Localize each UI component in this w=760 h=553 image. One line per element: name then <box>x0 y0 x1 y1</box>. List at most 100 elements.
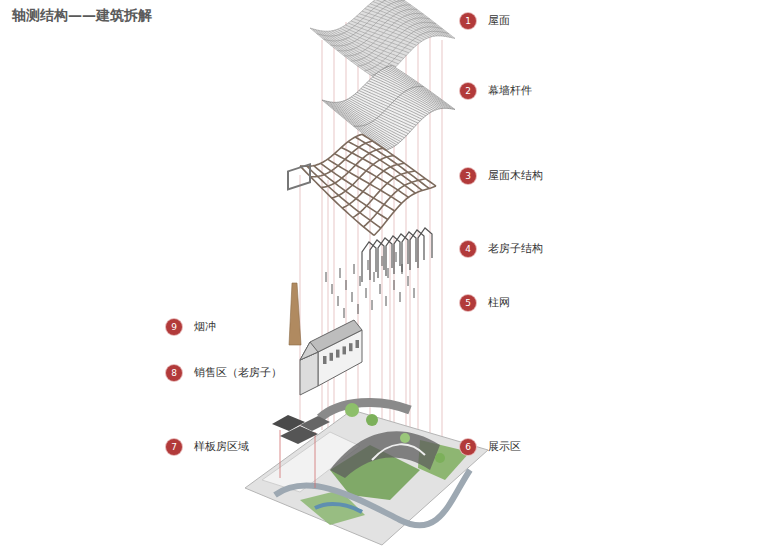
column <box>394 280 395 290</box>
roof-surface <box>310 0 455 80</box>
old-house-windows <box>323 340 359 364</box>
timber-roof-structure <box>321 148 383 187</box>
callout-number: 3 <box>460 168 476 184</box>
curtain-wall-members <box>390 66 453 109</box>
column <box>400 292 401 302</box>
column <box>372 300 373 310</box>
callout-number: 2 <box>460 83 476 99</box>
outline-line <box>280 430 281 478</box>
part-label: 烟冲 <box>194 320 216 334</box>
outline-line <box>315 432 316 488</box>
column <box>332 284 333 294</box>
curtain-wall-members <box>354 86 424 126</box>
curtain-wall-members <box>341 102 404 138</box>
roof-surface <box>332 31 399 64</box>
column <box>344 308 345 318</box>
callout: 6展示区 <box>460 439 521 455</box>
callout: 3屋面木结构 <box>460 168 543 184</box>
column <box>386 296 387 306</box>
column <box>402 264 403 274</box>
callout: 5 柱网 <box>460 295 510 311</box>
window <box>336 350 340 358</box>
column <box>326 272 327 282</box>
column <box>352 292 353 302</box>
old-house-frame <box>418 228 432 268</box>
display-canopy <box>372 444 425 460</box>
window <box>349 343 353 351</box>
timber-roof-structure <box>342 163 404 208</box>
column <box>354 264 355 274</box>
roof-surface <box>340 28 406 55</box>
curtain-wall-members <box>382 69 445 108</box>
roof-surface <box>354 19 419 44</box>
window <box>323 356 327 364</box>
column <box>414 288 415 298</box>
old-house-gable <box>300 342 318 360</box>
part-label: 柱网 <box>488 296 510 310</box>
timber-roof-structure <box>374 186 436 235</box>
column <box>388 268 389 278</box>
tree <box>366 414 378 426</box>
window <box>330 353 334 361</box>
water <box>315 504 362 512</box>
part-label: 样板房区域 <box>194 440 249 454</box>
callout: 2 幕墙杆件 <box>460 83 532 99</box>
old-house-frame <box>370 240 384 280</box>
walkway <box>320 402 410 418</box>
roof-surface <box>346 25 412 50</box>
callout-number: 7 <box>166 439 182 455</box>
part-label: 销售区（老房子） <box>194 366 282 380</box>
part-label: 幕墙杆件 <box>488 84 532 98</box>
curtain-wall-members <box>367 83 430 113</box>
column <box>366 288 367 298</box>
roof-layers <box>288 0 455 318</box>
column <box>374 272 375 282</box>
callout-number: 9 <box>166 319 182 335</box>
timber-roof-structure <box>300 134 436 235</box>
timber-roof-structure <box>353 171 415 218</box>
callout: 7 样板房区域 <box>166 439 249 455</box>
window <box>343 346 347 354</box>
sample-house-slab <box>300 416 330 431</box>
part-label: 屋面 <box>488 14 510 28</box>
curtain-wall-members <box>322 65 455 150</box>
roof-surface <box>351 18 430 61</box>
roof-surface <box>359 14 424 40</box>
timber-roof-structure <box>300 134 362 166</box>
column <box>340 268 341 278</box>
roof-surface <box>344 14 424 56</box>
timber-frame <box>288 164 310 189</box>
display-canopy <box>330 431 440 478</box>
window <box>356 340 360 348</box>
roof-surface <box>358 22 437 66</box>
callout-number: 6 <box>460 439 476 455</box>
curtain-wall-members <box>324 101 387 150</box>
callout: 4老房子结构 <box>460 241 543 257</box>
roof-surface <box>330 5 411 46</box>
old-house-frame <box>410 230 424 270</box>
tree <box>435 453 445 463</box>
column <box>408 276 409 286</box>
site-base <box>245 410 488 545</box>
curtain-wall-members <box>349 98 412 129</box>
column <box>338 296 339 306</box>
tree <box>345 403 359 417</box>
callout: 1 屋面 <box>460 13 510 29</box>
tree <box>400 433 410 443</box>
callout-number: 8 <box>166 365 182 381</box>
old-house-frame <box>378 238 392 278</box>
callout-number: 5 <box>460 295 476 311</box>
column <box>368 260 369 270</box>
callout-number: 1 <box>460 13 476 29</box>
column <box>396 252 397 262</box>
column <box>346 280 347 290</box>
page-title: 轴测结构——建筑拆解 <box>12 7 152 25</box>
column <box>380 284 381 294</box>
column <box>382 256 383 266</box>
roof-surface <box>376 0 440 36</box>
roof-surface <box>310 0 392 31</box>
roof-surface <box>335 30 402 61</box>
